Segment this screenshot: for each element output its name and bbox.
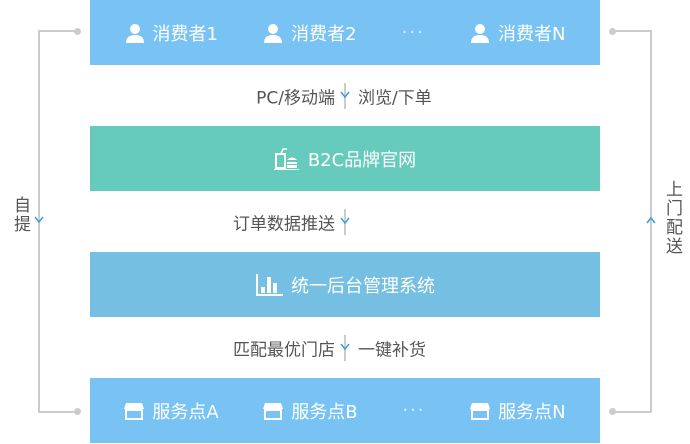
bracket-dot	[609, 28, 616, 35]
delivery-bracket	[612, 30, 652, 413]
ellipsis: ···	[401, 22, 425, 43]
store-item: 服务点N	[470, 398, 566, 424]
store-icon	[263, 402, 284, 420]
delivery-label: 上门配送	[660, 176, 685, 260]
down-arrow-icon	[340, 217, 350, 225]
consumer-item: 消费者2	[263, 20, 357, 46]
bar-chart-icon	[256, 273, 283, 296]
flow-label-right: 浏览/下单	[358, 88, 432, 108]
stores-band: 服务点A 服务点B ··· 服务点N	[90, 378, 600, 443]
bracket-dot	[609, 408, 616, 415]
consumer-label: 消费者2	[291, 23, 357, 45]
brand-label: B2C品牌官网	[307, 149, 417, 171]
down-arrow-icon	[340, 91, 350, 99]
pickup-bracket	[38, 30, 78, 413]
pickup-label: 自提	[8, 192, 33, 238]
down-arrow-icon	[34, 216, 44, 224]
down-arrow-icon	[340, 343, 350, 351]
flow-step-1: PC/移动端 浏览/下单	[90, 65, 600, 126]
store-item: 服务点B	[263, 398, 358, 424]
user-icon	[264, 23, 283, 43]
user-icon	[125, 23, 144, 43]
consumer-label: 消费者1	[152, 23, 218, 45]
store-label: 服务点A	[152, 401, 219, 423]
bracket-dot	[74, 408, 81, 415]
bracket-dot	[74, 28, 81, 35]
flow-label-left: 订单数据推送	[233, 214, 335, 234]
consumer-label: 消费者N	[497, 23, 566, 45]
store-item: 服务点A	[124, 398, 219, 424]
consumers-band: 消费者1 消费者2 ··· 消费者N	[90, 0, 600, 65]
store-icon	[124, 402, 145, 420]
flow-label-right: 一键补货	[358, 340, 426, 360]
backend-band: 统一后台管理系统	[90, 252, 600, 317]
ellipsis: ···	[402, 400, 426, 421]
up-arrow-icon	[646, 216, 656, 224]
flow-label-left: PC/移动端	[256, 88, 335, 108]
backend-label: 统一后台管理系统	[291, 275, 435, 297]
consumer-item: 消费者1	[125, 20, 218, 46]
store-icon	[470, 402, 491, 420]
consumer-item: 消费者N	[470, 20, 565, 46]
flow-step-2: 订单数据推送	[90, 191, 600, 252]
food-icon	[273, 147, 299, 170]
flow-step-3: 匹配最优门店 一键补货	[90, 317, 600, 378]
user-icon	[470, 23, 489, 43]
flow-label-left: 匹配最优门店	[233, 340, 335, 360]
store-label: 服务点B	[291, 401, 358, 423]
store-label: 服务点N	[498, 401, 566, 423]
brand-site-band: B2C品牌官网	[90, 126, 600, 191]
